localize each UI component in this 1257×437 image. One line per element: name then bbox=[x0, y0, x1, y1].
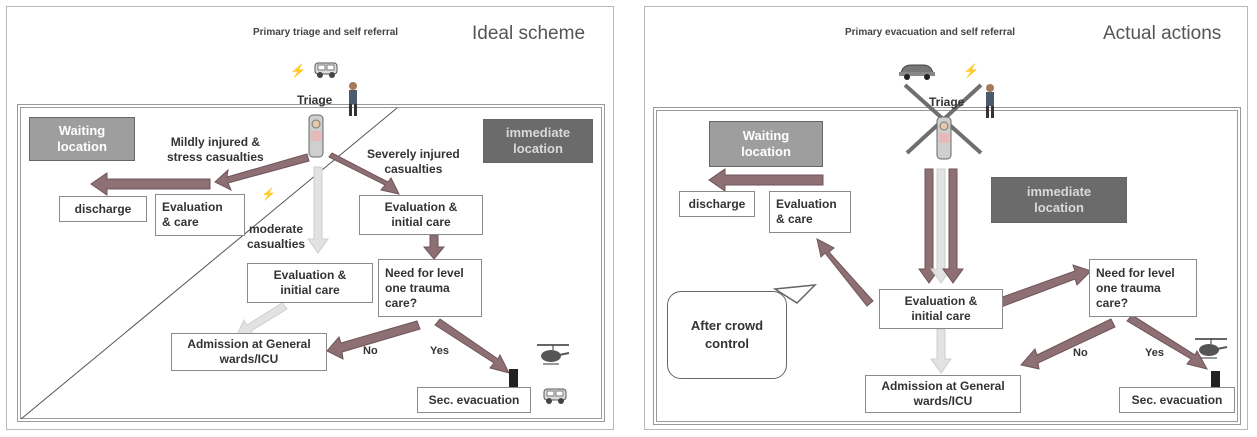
helicopter-icon bbox=[535, 341, 571, 372]
triage-label: Triage bbox=[929, 95, 965, 109]
after-crowd-control-bubble: After crowd control bbox=[667, 291, 787, 379]
medic-icon bbox=[983, 83, 997, 124]
helicopter-icon bbox=[1193, 335, 1229, 366]
ideal-scheme-panel: Ideal scheme Primary triage and self ref… bbox=[6, 6, 614, 430]
panel-subtitle: Primary triage and self referral bbox=[253, 27, 399, 38]
medic-icon bbox=[346, 81, 360, 122]
ambulance-icon bbox=[542, 383, 568, 410]
immediate-location: immediate location bbox=[991, 177, 1127, 223]
casualty-icon bbox=[305, 113, 327, 164]
ambulance-icon bbox=[313, 57, 339, 84]
need-level-one-box: Need for level one trauma care? bbox=[378, 259, 482, 317]
evaluation-initial-care-box-severe: Evaluation & initial care bbox=[359, 195, 483, 235]
severely-injured-label: Severely injured casualties bbox=[367, 147, 460, 176]
lightning-icon: ⚡ bbox=[261, 187, 276, 201]
lightning-icon: ⚡ bbox=[963, 63, 980, 78]
need-level-one-box: Need for level one trauma care? bbox=[1089, 259, 1197, 317]
panel-title: Ideal scheme bbox=[472, 23, 586, 44]
yes-label: Yes bbox=[430, 345, 449, 357]
admission-box: Admission at General wards/ICU bbox=[865, 375, 1021, 413]
waiting-location: Waiting location bbox=[29, 117, 135, 161]
evaluation-care-box: Evaluation & care bbox=[769, 191, 851, 233]
admission-box: Admission at General wards/ICU bbox=[171, 333, 327, 371]
no-label: No bbox=[1073, 347, 1088, 359]
no-label: No bbox=[363, 345, 378, 357]
yes-label: Yes bbox=[1145, 347, 1164, 359]
sec-evacuation-box: Sec. evacuation bbox=[1119, 387, 1235, 413]
sec-evacuation-box: Sec. evacuation bbox=[417, 387, 531, 413]
actual-actions-panel: Actual actions Primary evacuation and se… bbox=[644, 6, 1248, 430]
panel-subtitle: Primary evacuation and self referral bbox=[845, 27, 1016, 38]
waiting-location: Waiting location bbox=[709, 121, 823, 167]
mildly-injured-label: Mildly injured & stress casualties bbox=[167, 135, 264, 164]
car-icon bbox=[897, 59, 937, 86]
evaluation-initial-care-box-moderate: Evaluation & initial care bbox=[247, 263, 373, 303]
discharge-box: discharge bbox=[679, 191, 755, 217]
immediate-location: immediate location bbox=[483, 119, 593, 163]
evaluation-care-box: Evaluation & care bbox=[155, 194, 245, 236]
moderate-casualties-label: moderate casualties bbox=[247, 222, 306, 251]
panel-title: Actual actions bbox=[1103, 23, 1222, 44]
evaluation-initial-care-box: Evaluation & initial care bbox=[879, 289, 1003, 329]
discharge-box: discharge bbox=[59, 196, 147, 222]
triage-label: Triage bbox=[297, 93, 333, 107]
casualty-icon bbox=[933, 115, 955, 166]
lightning-icon: ⚡ bbox=[290, 63, 307, 78]
hospital-frame bbox=[17, 104, 605, 422]
